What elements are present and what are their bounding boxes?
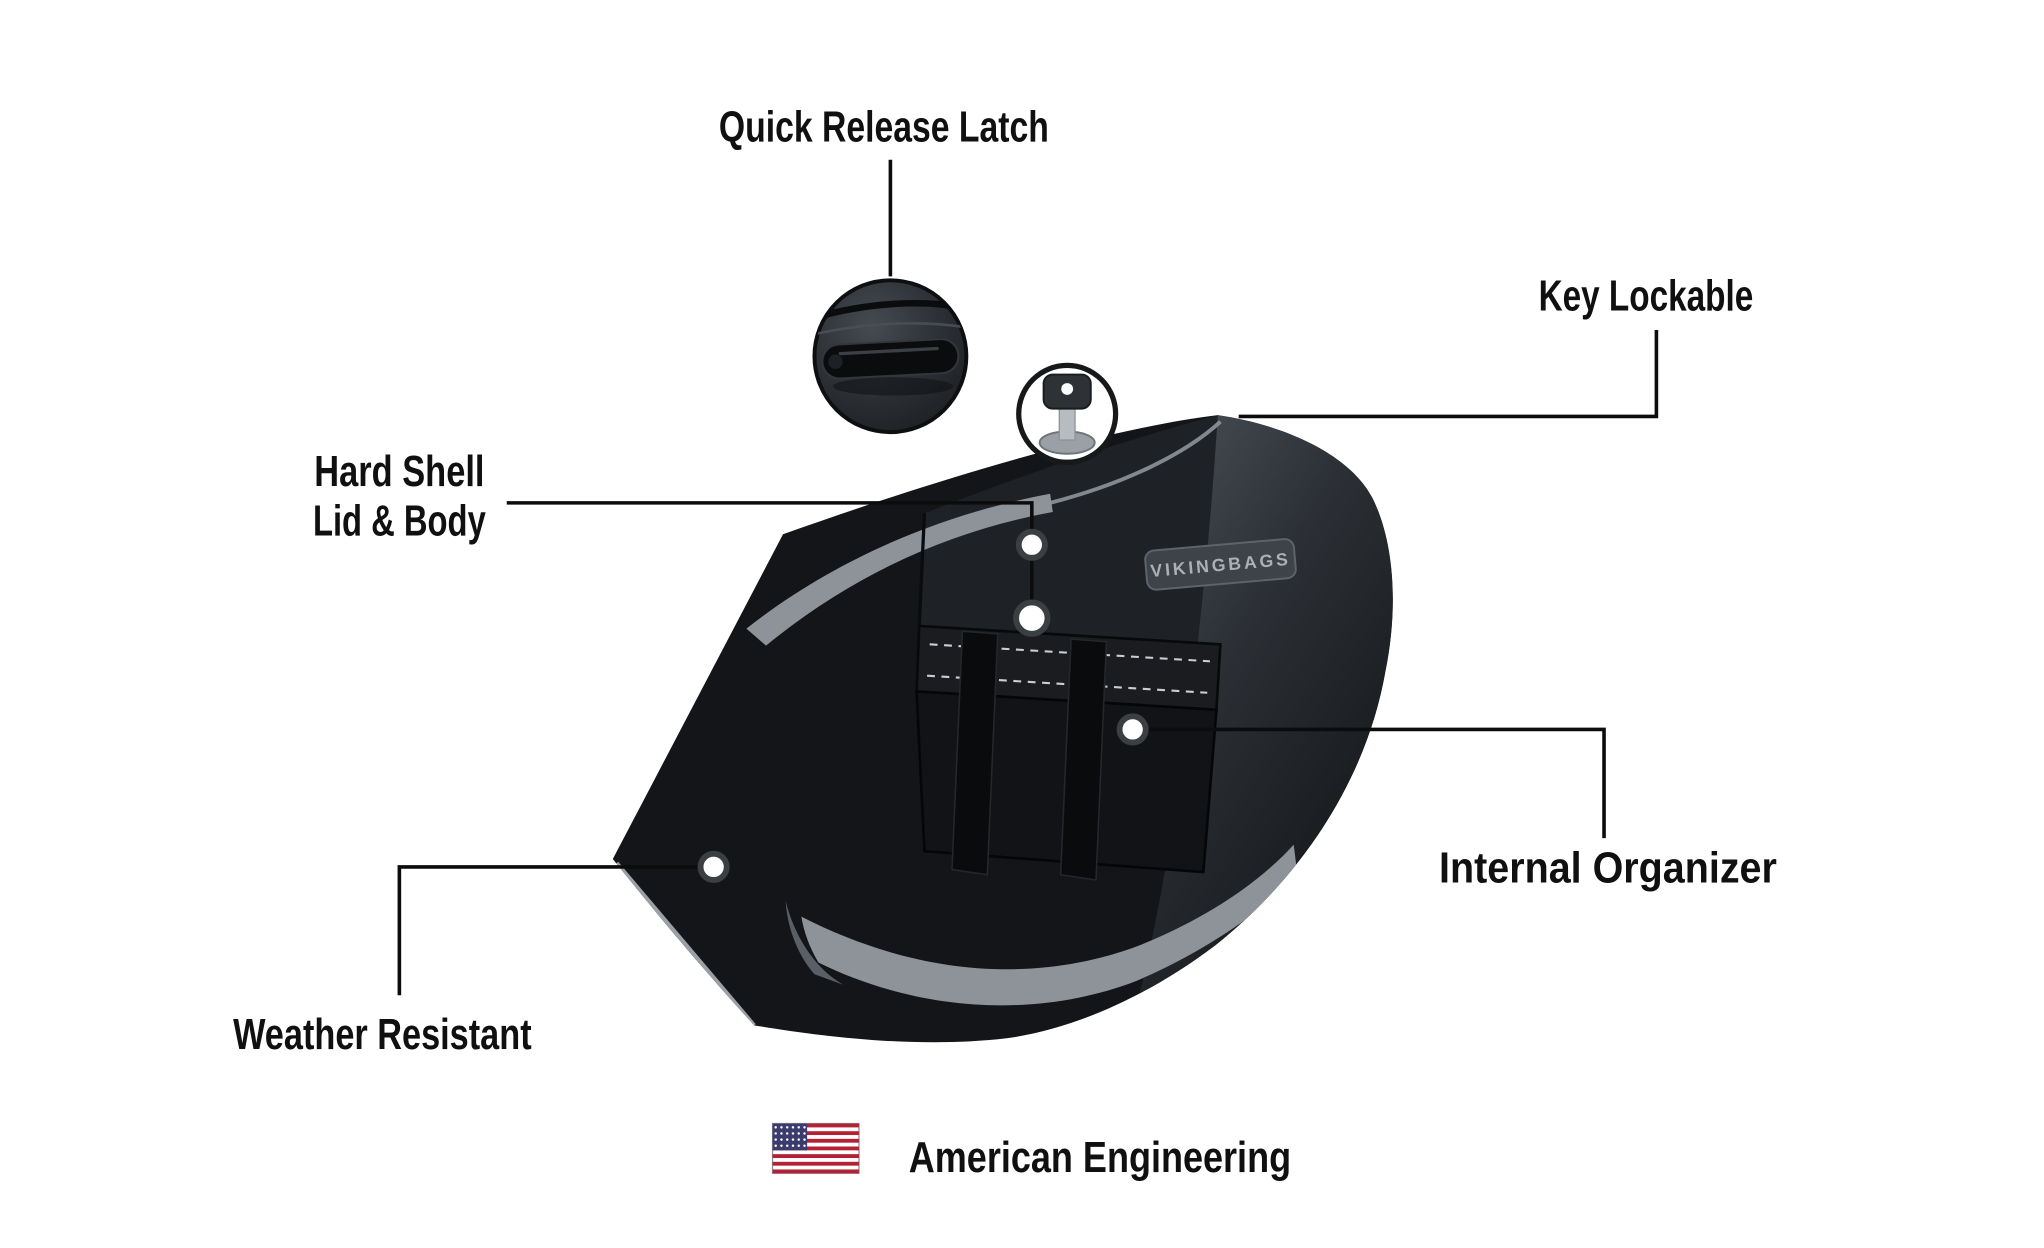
accent-edge-line: [1049, 420, 1222, 505]
vikingbags-badge: VIKINGBAGS: [1144, 538, 1297, 591]
label-internal-organizer: Internal Organizer: [1439, 845, 1777, 893]
flag-canton: [772, 1123, 808, 1151]
label-quick-release-latch: Quick Release Latch: [719, 103, 1049, 151]
label-key-lockable: Key Lockable: [1539, 272, 1754, 320]
key-lock-icon: [1016, 362, 1119, 465]
quick-release-latch-magnifier: [812, 278, 969, 435]
latch-pivot: [828, 354, 843, 369]
callout-line-key-lockable: [1238, 330, 1659, 419]
accent-swoosh: [746, 493, 1053, 646]
saddlebag-illustration: VIKINGBAGS: [612, 415, 1393, 1043]
callout-dots: [697, 528, 1149, 883]
bottom-shadow-wedge: [785, 900, 844, 985]
flag-stars: [774, 1126, 806, 1148]
latch-shadow: [832, 377, 954, 396]
callout-line-weather-resistant: [397, 865, 698, 996]
label-hard-shell-line2: Lid & Body: [313, 498, 486, 546]
lid-edge-line-light: [814, 321, 967, 337]
callout-lines: [397, 159, 1659, 996]
organizer-strap-left: [951, 630, 999, 876]
saddlebag-lid-face: [919, 415, 1221, 645]
callout-dot-hard-shell-body: [1013, 599, 1051, 637]
internal-organizer-panel: [915, 624, 1222, 881]
latch-handle-highlight: [838, 346, 939, 356]
flag-stripes: [772, 1123, 859, 1174]
bottom-reflection: [801, 844, 1298, 1006]
callout-dot-hard-shell-lid: [1015, 528, 1048, 561]
callout-dot-internal-organizer: [1116, 713, 1149, 746]
lid-vertical-seam: [917, 513, 927, 627]
latch-handle: [821, 338, 960, 380]
callout-line-internal-organizer: [1148, 727, 1606, 839]
label-hard-shell-line1: Hard Shell: [314, 448, 484, 496]
label-american-engineering: American Engineering: [909, 1134, 1291, 1182]
key-bow-hole: [1061, 383, 1074, 395]
label-weather-resistant: Weather Resistant: [233, 1011, 532, 1059]
left-edge-piping: [615, 861, 756, 1027]
organizer-strap-right: [1059, 638, 1108, 881]
callout-line-hard-shell: [506, 501, 1034, 600]
badge-plate: [1144, 538, 1297, 591]
us-flag-icon: [771, 1122, 860, 1174]
callout-dot-weather-resistant: [697, 850, 730, 883]
